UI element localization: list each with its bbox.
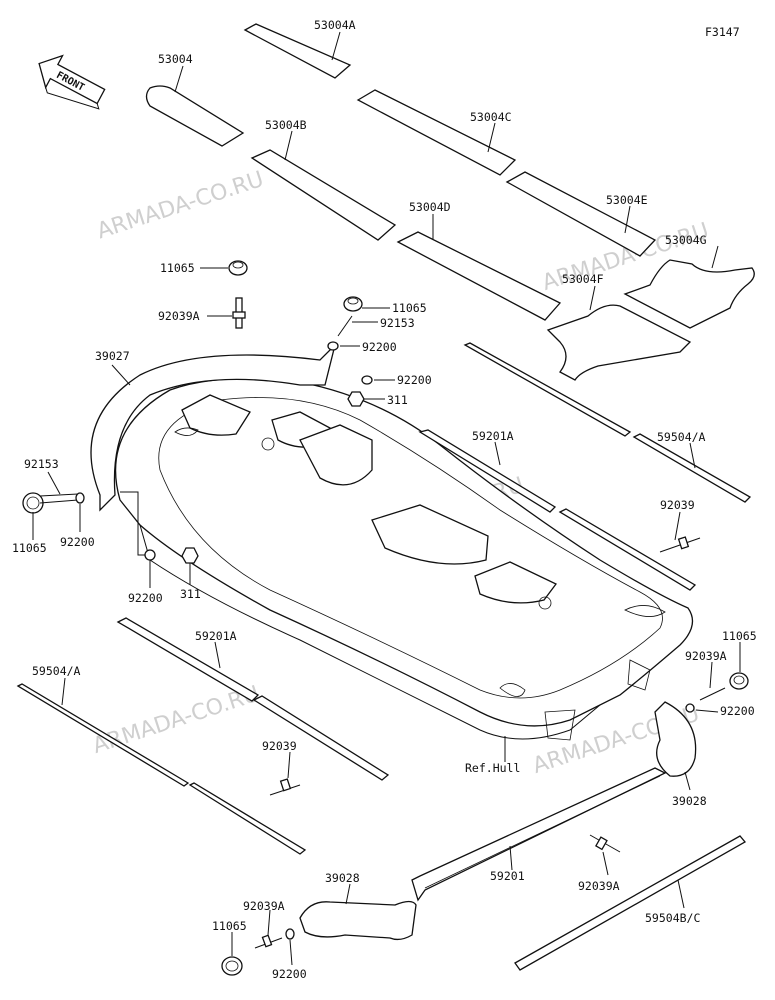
- mat-53004: [145, 85, 245, 147]
- cap-11065-bottom: [221, 956, 243, 976]
- label-311-top: 311: [387, 393, 408, 407]
- label-53004F: 53004F: [562, 272, 604, 286]
- watermark-4: ARMADA-CO.RU: [90, 682, 263, 759]
- label-39027: 39027: [95, 349, 130, 363]
- label-92039A-right: 92039A: [685, 649, 727, 663]
- label-92153-top: 92153: [380, 316, 415, 330]
- washer-center: [144, 549, 156, 561]
- nut-311-top: [347, 391, 365, 407]
- bolt-92039A-top: [232, 297, 246, 329]
- mat-53004C: [356, 89, 517, 176]
- hull-body: [114, 377, 694, 741]
- strip-59504A-right: [463, 342, 752, 503]
- label-92200-left: 92200: [60, 535, 95, 549]
- label-11065-left: 11065: [12, 541, 47, 555]
- label-92200-bottom: 92200: [272, 967, 307, 981]
- label-92200-right: 92200: [397, 373, 432, 387]
- label-53004: 53004: [158, 52, 193, 66]
- label-11065-right: 11065: [722, 629, 757, 643]
- label-53004D: 53004D: [409, 200, 451, 214]
- bolt-92039A-bottomright: [589, 834, 621, 853]
- label-11065-topleft: 11065: [160, 261, 195, 275]
- mat-53004F: [546, 304, 692, 381]
- mat-53004A: [243, 23, 352, 79]
- label-53004G: 53004G: [665, 233, 707, 247]
- washer-top: [327, 341, 339, 351]
- label-59504BC: 59504B/C: [645, 911, 700, 925]
- rail-59201A-left: [116, 617, 390, 781]
- bolt-92039A-bottom: [254, 934, 283, 949]
- label-92039A-bottom: 92039A: [243, 899, 285, 913]
- guard-39028-right: [654, 701, 697, 777]
- cap-11065-topleft: [228, 260, 248, 276]
- label-59504A-right: 59504/A: [657, 430, 706, 444]
- label-53004B: 53004B: [265, 118, 307, 132]
- mat-53004G: [623, 259, 755, 329]
- label-11065-bottom: 11065: [212, 919, 247, 933]
- mat-53004B: [250, 149, 397, 241]
- mat-53004E: [505, 171, 657, 257]
- label-59201A-right: 59201A: [472, 429, 514, 443]
- label-39028-right: 39028: [672, 794, 707, 808]
- strip-59504A-left: [16, 683, 307, 855]
- label-53004E: 53004E: [606, 193, 648, 207]
- label-92039A-bottomright: 92039A: [578, 879, 620, 893]
- strip-59504BC: [514, 835, 746, 971]
- front-arrow-icon: FRONT: [38, 54, 106, 110]
- label-59201: 59201: [490, 869, 525, 883]
- label-92200-bottomright: 92200: [720, 704, 755, 718]
- washer-right: [361, 375, 373, 385]
- guard-39028-bottom: [299, 900, 417, 941]
- label-92039A-top: 92039A: [158, 309, 200, 323]
- bolt-92039-left: [269, 778, 301, 796]
- nut-311-center: [181, 547, 199, 564]
- label-92039-left: 92039: [262, 739, 297, 753]
- label-59504A-left: 59504/A: [32, 664, 81, 678]
- label-53004A: 53004A: [314, 18, 356, 32]
- label-92200-center: 92200: [128, 591, 163, 605]
- rail-59201A-right: [418, 429, 697, 591]
- label-92153-left: 92153: [24, 457, 59, 471]
- mat-53004D: [396, 231, 562, 321]
- label-53004C: 53004C: [470, 110, 512, 124]
- label-92039-right: 92039: [660, 498, 695, 512]
- washer-bottom: [285, 928, 295, 940]
- label-311-center: 311: [180, 587, 201, 601]
- bolt-92039-right: [659, 536, 701, 553]
- label-59201A-left: 59201A: [195, 629, 237, 643]
- label-39028-bottom: 39028: [325, 871, 360, 885]
- washer-bottomright: [685, 703, 695, 713]
- watermark-1: ARMADA-CO.RU: [94, 167, 267, 244]
- rail-59201: [411, 767, 667, 902]
- label-92200-top: 92200: [362, 340, 397, 354]
- cap-11065-topright: [343, 296, 363, 312]
- label-11065-topright: 11065: [392, 301, 427, 315]
- bolt-92153-top: [337, 315, 353, 337]
- washer-left: [75, 492, 85, 504]
- label-ref-hull: Ref.Hull: [465, 761, 520, 775]
- cap-11065-right: [729, 672, 749, 690]
- figure-code: F3147: [705, 25, 740, 39]
- bolt-92039A-right: [699, 687, 726, 701]
